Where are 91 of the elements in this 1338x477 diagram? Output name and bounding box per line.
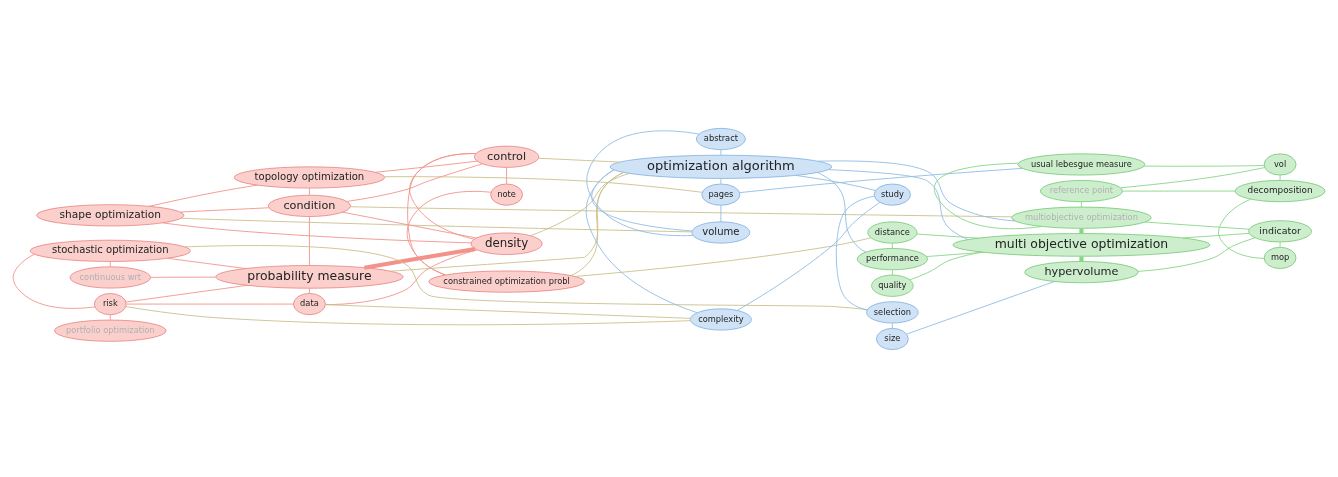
- connector: [906, 280, 1055, 335]
- node-ellipse: size: [876, 327, 909, 350]
- connector: [374, 160, 478, 173]
- connector: [125, 284, 248, 302]
- connector: [817, 171, 867, 253]
- node-ellipse: optimization algorithm: [609, 154, 832, 179]
- node-ellipse: density: [470, 232, 543, 255]
- node-ellipse: vol: [1263, 153, 1297, 175]
- connector: [167, 257, 247, 269]
- node-ellipse: topology optimization: [233, 166, 386, 188]
- node-ellipse: complexity: [690, 308, 752, 330]
- connector: [1120, 166, 1266, 188]
- connector: [720, 204, 722, 222]
- node-ellipse: condition: [268, 194, 351, 217]
- connector: [12, 253, 96, 309]
- connector: [720, 148, 722, 156]
- node-ellipse: selection: [866, 300, 919, 323]
- node-ellipse: abstract: [696, 127, 746, 150]
- connector: [162, 221, 472, 243]
- node-ellipse: control: [474, 145, 540, 168]
- node-ellipse: quality: [871, 274, 914, 297]
- connector: [308, 187, 310, 196]
- node-ellipse: usual lebesgue measure: [1017, 153, 1146, 175]
- connector: [1122, 190, 1236, 192]
- connector: [933, 162, 1043, 229]
- node-ellipse: data: [293, 292, 326, 315]
- connector: [1143, 164, 1265, 167]
- connector: [1137, 236, 1256, 272]
- connector: [180, 217, 693, 232]
- connector: [828, 168, 969, 240]
- node-ellipse: shape optimization: [36, 203, 185, 226]
- node-ellipse: volume: [691, 221, 751, 243]
- connector: [835, 195, 875, 310]
- connector: [350, 205, 1013, 217]
- connector: [1079, 255, 1084, 261]
- connector: [148, 184, 258, 207]
- connector: [795, 174, 876, 191]
- connector: [325, 303, 691, 319]
- node-ellipse: study: [873, 183, 911, 206]
- connector: [891, 322, 893, 329]
- node-ellipse: distance: [867, 221, 918, 243]
- node-ellipse: hypervolume: [1024, 260, 1139, 283]
- connector: [506, 166, 508, 184]
- connector: [537, 157, 620, 162]
- connector: [125, 303, 294, 305]
- node-ellipse: continuous wrt: [69, 266, 151, 288]
- node-ellipse: performance: [856, 247, 928, 270]
- connector: [125, 305, 691, 325]
- node-ellipse: probability measure: [215, 264, 404, 288]
- node-ellipse: pages: [701, 183, 741, 206]
- connector: [1080, 201, 1082, 207]
- connector: [574, 236, 872, 277]
- node-ellipse: stochastic optimization: [29, 239, 191, 262]
- connector: [150, 276, 217, 278]
- node-ellipse: decomposition: [1234, 179, 1326, 202]
- connector: [891, 242, 893, 249]
- connector: [926, 251, 985, 257]
- connector: [891, 269, 893, 275]
- connector: [1218, 198, 1265, 259]
- node-ellipse: mop: [1263, 246, 1297, 269]
- connector: [180, 206, 270, 212]
- connector: [1144, 221, 1250, 230]
- connector: [390, 171, 624, 272]
- connector: [308, 287, 310, 294]
- connector: [1279, 241, 1281, 248]
- connector: [406, 190, 492, 275]
- connector: [364, 246, 476, 270]
- connector: [346, 162, 483, 202]
- connector: [817, 160, 1016, 221]
- connector: [1279, 174, 1281, 181]
- node-ellipse: constrained optimization probl: [428, 270, 585, 293]
- connector: [325, 249, 478, 305]
- connector: [308, 215, 310, 266]
- connector: [586, 129, 700, 236]
- node-ellipse: multi objective optimization: [952, 232, 1211, 257]
- connector: [342, 211, 477, 238]
- connector: [739, 167, 1023, 193]
- connector: [916, 233, 979, 239]
- node-ellipse: note: [490, 183, 523, 206]
- connector: [530, 172, 630, 236]
- connector: [109, 260, 111, 267]
- node-ellipse: risk: [94, 292, 127, 315]
- connector: [585, 169, 698, 313]
- node-ellipse: portfolio optimization: [54, 319, 167, 342]
- connector: [720, 177, 722, 184]
- connector: [109, 314, 111, 320]
- connector: [736, 201, 881, 311]
- connector: [1182, 232, 1250, 238]
- connector: [909, 251, 983, 280]
- node-ellipse: indicator: [1248, 219, 1312, 242]
- connector: [384, 175, 703, 193]
